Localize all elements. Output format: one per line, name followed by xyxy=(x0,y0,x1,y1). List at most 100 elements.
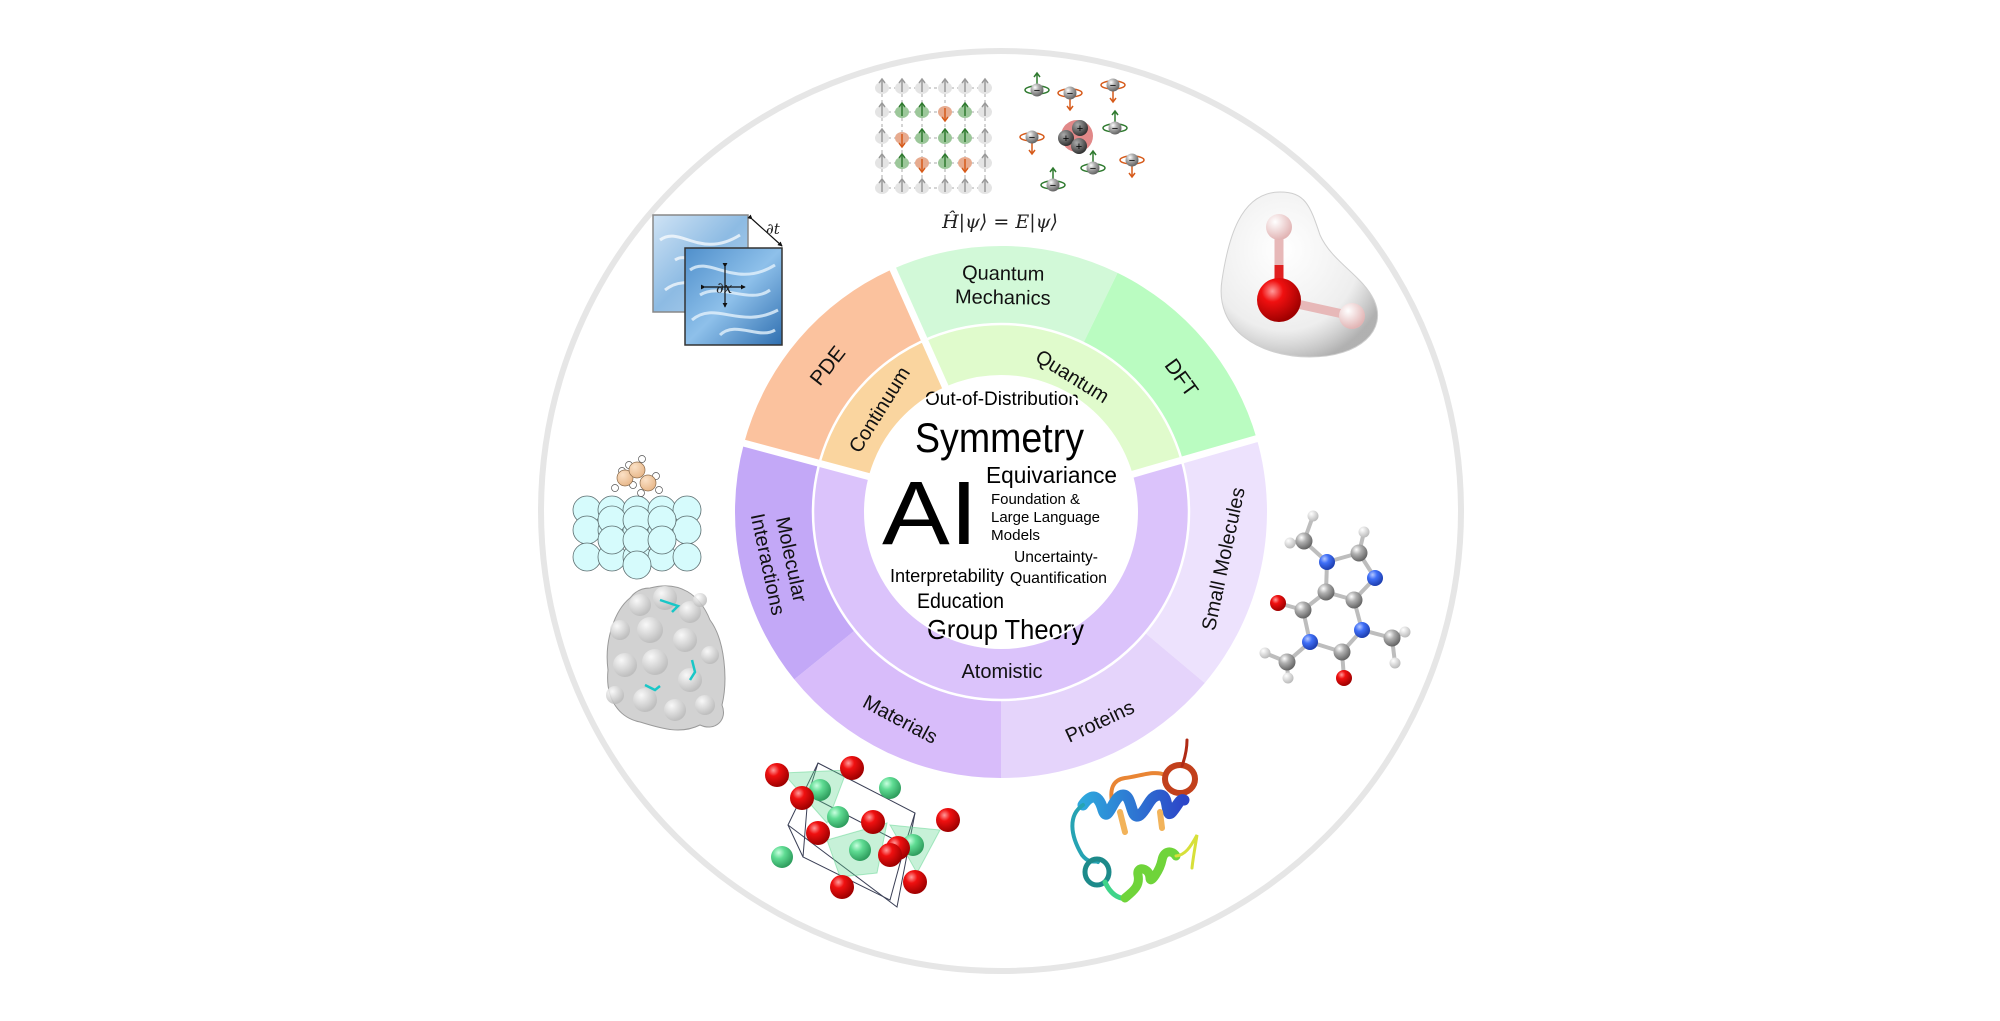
electron: − xyxy=(1024,71,1050,97)
segment-quantum[interactable] xyxy=(924,324,1182,476)
keyword-education: Education xyxy=(917,590,1004,613)
keyword-interpretability: Interpretability xyxy=(890,566,1004,586)
electron: − xyxy=(1100,78,1126,104)
surface-lobe xyxy=(701,646,719,664)
keyword-uncertainty-line2: Quantification xyxy=(1010,570,1107,587)
oxygen-atom xyxy=(1270,595,1286,611)
nitrogen-atom xyxy=(1319,554,1335,570)
segment-quantum-mechanics[interactable] xyxy=(892,246,1118,344)
adsorbate-carbon xyxy=(639,474,657,492)
spin-up-arrow-icon xyxy=(1049,166,1057,179)
spin-up-arrow-icon xyxy=(961,77,969,92)
ribbon-loop-yellow xyxy=(1174,834,1199,870)
segment-small-molecules[interactable] xyxy=(1145,438,1267,683)
cation-atom xyxy=(879,777,901,799)
surface-lobe xyxy=(653,586,677,610)
proton: + xyxy=(1072,120,1088,136)
adsorbate-carbon xyxy=(628,461,646,479)
spin-up-arrow-icon xyxy=(961,177,969,192)
spin-up-arrow-icon xyxy=(961,101,969,116)
hydrogen-atom xyxy=(1389,657,1401,669)
electron-charge: − xyxy=(1050,180,1056,192)
spin-up-arrow-icon xyxy=(898,77,906,92)
keyword-uncertainty-line1: Uncertainty- xyxy=(1014,549,1098,566)
segment-gap xyxy=(737,438,879,483)
hydrogen-atom xyxy=(1284,537,1296,549)
surface-atom xyxy=(672,515,702,545)
surface-lobe xyxy=(673,628,697,652)
spin-up-arrow-icon xyxy=(898,177,906,192)
ribbon-helix-teal xyxy=(1082,856,1112,888)
spin-up-arrow-icon xyxy=(941,177,949,192)
carbon-atom xyxy=(1294,601,1312,619)
proton: + xyxy=(1071,138,1087,154)
keyword-out-of-distribution: Out-of-Distribution xyxy=(925,389,1079,410)
carbon-atom xyxy=(1333,643,1351,661)
proton-charge: + xyxy=(1077,123,1083,135)
electron-charge: − xyxy=(1112,123,1118,135)
cation-atom xyxy=(809,779,831,801)
oxygen-atom xyxy=(936,808,960,832)
oxygen-atom xyxy=(806,821,830,845)
proton: + xyxy=(1058,130,1074,146)
ribbon-loop-teal xyxy=(1070,803,1100,864)
spin-up-arrow-icon xyxy=(878,101,886,116)
ligand-stick xyxy=(659,598,681,613)
electrons-nucleus-illustration: + + + −−−−−−−− xyxy=(1019,71,1145,192)
electron: − xyxy=(1040,166,1066,192)
segment-molecular-interactions[interactable] xyxy=(735,443,855,680)
adsorbate-carbon xyxy=(616,469,634,487)
spin-up-arrow-icon xyxy=(981,152,989,167)
electron-charge: − xyxy=(1090,163,1096,175)
segment-continuum[interactable] xyxy=(819,340,947,478)
surface-atom xyxy=(572,515,602,545)
nitrogen-atom xyxy=(1302,634,1318,650)
surface-lobe xyxy=(693,593,707,607)
electron-sphere xyxy=(1106,78,1120,92)
hydrogen-atom xyxy=(1307,510,1319,522)
carbon-atom xyxy=(1383,629,1401,647)
surface-lobe xyxy=(606,686,624,704)
surface-atom xyxy=(622,525,652,555)
electron-sphere xyxy=(1086,161,1100,175)
carbon-atom xyxy=(1317,583,1335,601)
spin-up-arrow-icon xyxy=(878,127,886,142)
electron-charge: − xyxy=(1067,88,1073,100)
surface-lobe xyxy=(642,649,668,675)
segment-pde[interactable] xyxy=(744,268,925,464)
carbon-atom xyxy=(1295,532,1313,550)
hydrogen-atom xyxy=(1399,626,1411,638)
segment-label-atomistic[interactable]: Atomistic xyxy=(961,661,1042,683)
surface-lobe xyxy=(679,601,701,623)
segment-label-molecular-interactions[interactable]: Molecular Interactions xyxy=(746,507,812,618)
surface-lobe xyxy=(664,699,686,721)
segment-atomistic[interactable] xyxy=(813,460,1189,700)
spin-up-arrow-icon xyxy=(898,101,906,116)
spin-down-arrow-icon xyxy=(1109,91,1117,104)
surface-atom xyxy=(672,542,702,572)
segment-dft[interactable] xyxy=(1083,272,1257,461)
spin-up-arrow-icon xyxy=(878,152,886,167)
spin-up-arrow-icon xyxy=(918,127,926,142)
ribbon-helix-red xyxy=(1162,762,1198,796)
spin-up-arrow-icon xyxy=(981,101,989,116)
segment-label-quantum-mechanics[interactable]: Quantum Mechanics xyxy=(955,262,1051,310)
time-derivative-arrow xyxy=(747,214,783,247)
electron-charge: − xyxy=(1110,80,1116,92)
ring-boundary xyxy=(811,322,1191,702)
spin-down-arrow-icon xyxy=(1028,143,1036,156)
keyword-equivariance: Equivariance xyxy=(986,462,1117,488)
spin-up-arrow-icon xyxy=(941,127,949,142)
ring-segments xyxy=(735,246,1267,778)
cation-atom xyxy=(827,806,849,828)
spin-up-arrow-icon xyxy=(918,177,926,192)
nitrogen-atom xyxy=(1367,570,1383,586)
schrodinger-equation: Ĥ|ψ⟩ = E|ψ⟩ xyxy=(941,210,1058,233)
segment-proteins[interactable] xyxy=(1001,632,1205,778)
electron-charge: − xyxy=(1029,132,1035,144)
spin-up-arrow-icon xyxy=(981,127,989,142)
keyword-group-theory: Group Theory xyxy=(927,614,1084,645)
spin-down-arrow-icon xyxy=(918,159,926,174)
surface-lobe xyxy=(695,695,715,715)
segment-materials[interactable] xyxy=(794,630,1001,778)
